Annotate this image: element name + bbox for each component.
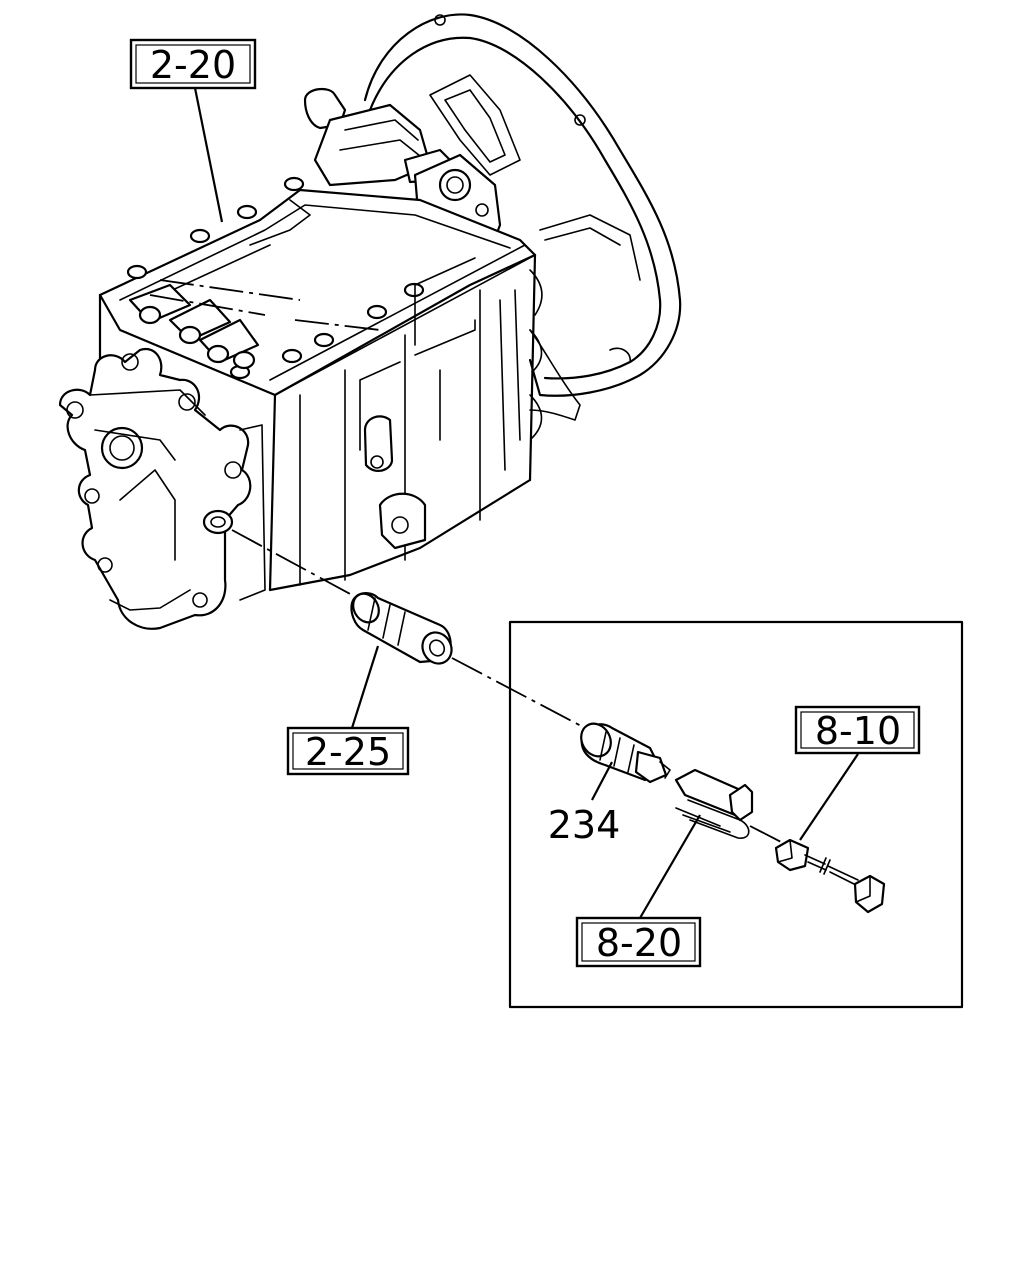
gearbox-top-cover	[98, 176, 537, 397]
callout-8-20: 8-20	[575, 916, 702, 968]
callout-234: 234	[548, 803, 621, 847]
bell-housing	[363, 13, 682, 421]
speed-sensor-part	[580, 722, 671, 784]
driven-gear-part	[350, 592, 453, 665]
rear-extension-housing	[58, 347, 266, 630]
callout-label-234: 234	[548, 803, 621, 847]
harness-part	[774, 838, 886, 914]
callout-label-8-20: 8-20	[596, 921, 682, 965]
cover-bolts	[126, 176, 425, 380]
callout-label-2-20: 2-20	[150, 43, 236, 87]
bracket-part	[674, 768, 786, 845]
center-line	[231, 529, 353, 596]
inset-frame	[508, 620, 964, 1009]
leader-lines	[193, 87, 859, 919]
center-line-2	[451, 657, 586, 729]
callout-label-2-25: 2-25	[305, 730, 391, 774]
callout-2-20: 2-20	[129, 38, 257, 90]
gearbox-case	[98, 253, 543, 592]
callout-label-8-10: 8-10	[815, 709, 901, 753]
callout-8-10: 8-10	[794, 705, 921, 755]
callout-2-25: 2-25	[286, 726, 410, 776]
